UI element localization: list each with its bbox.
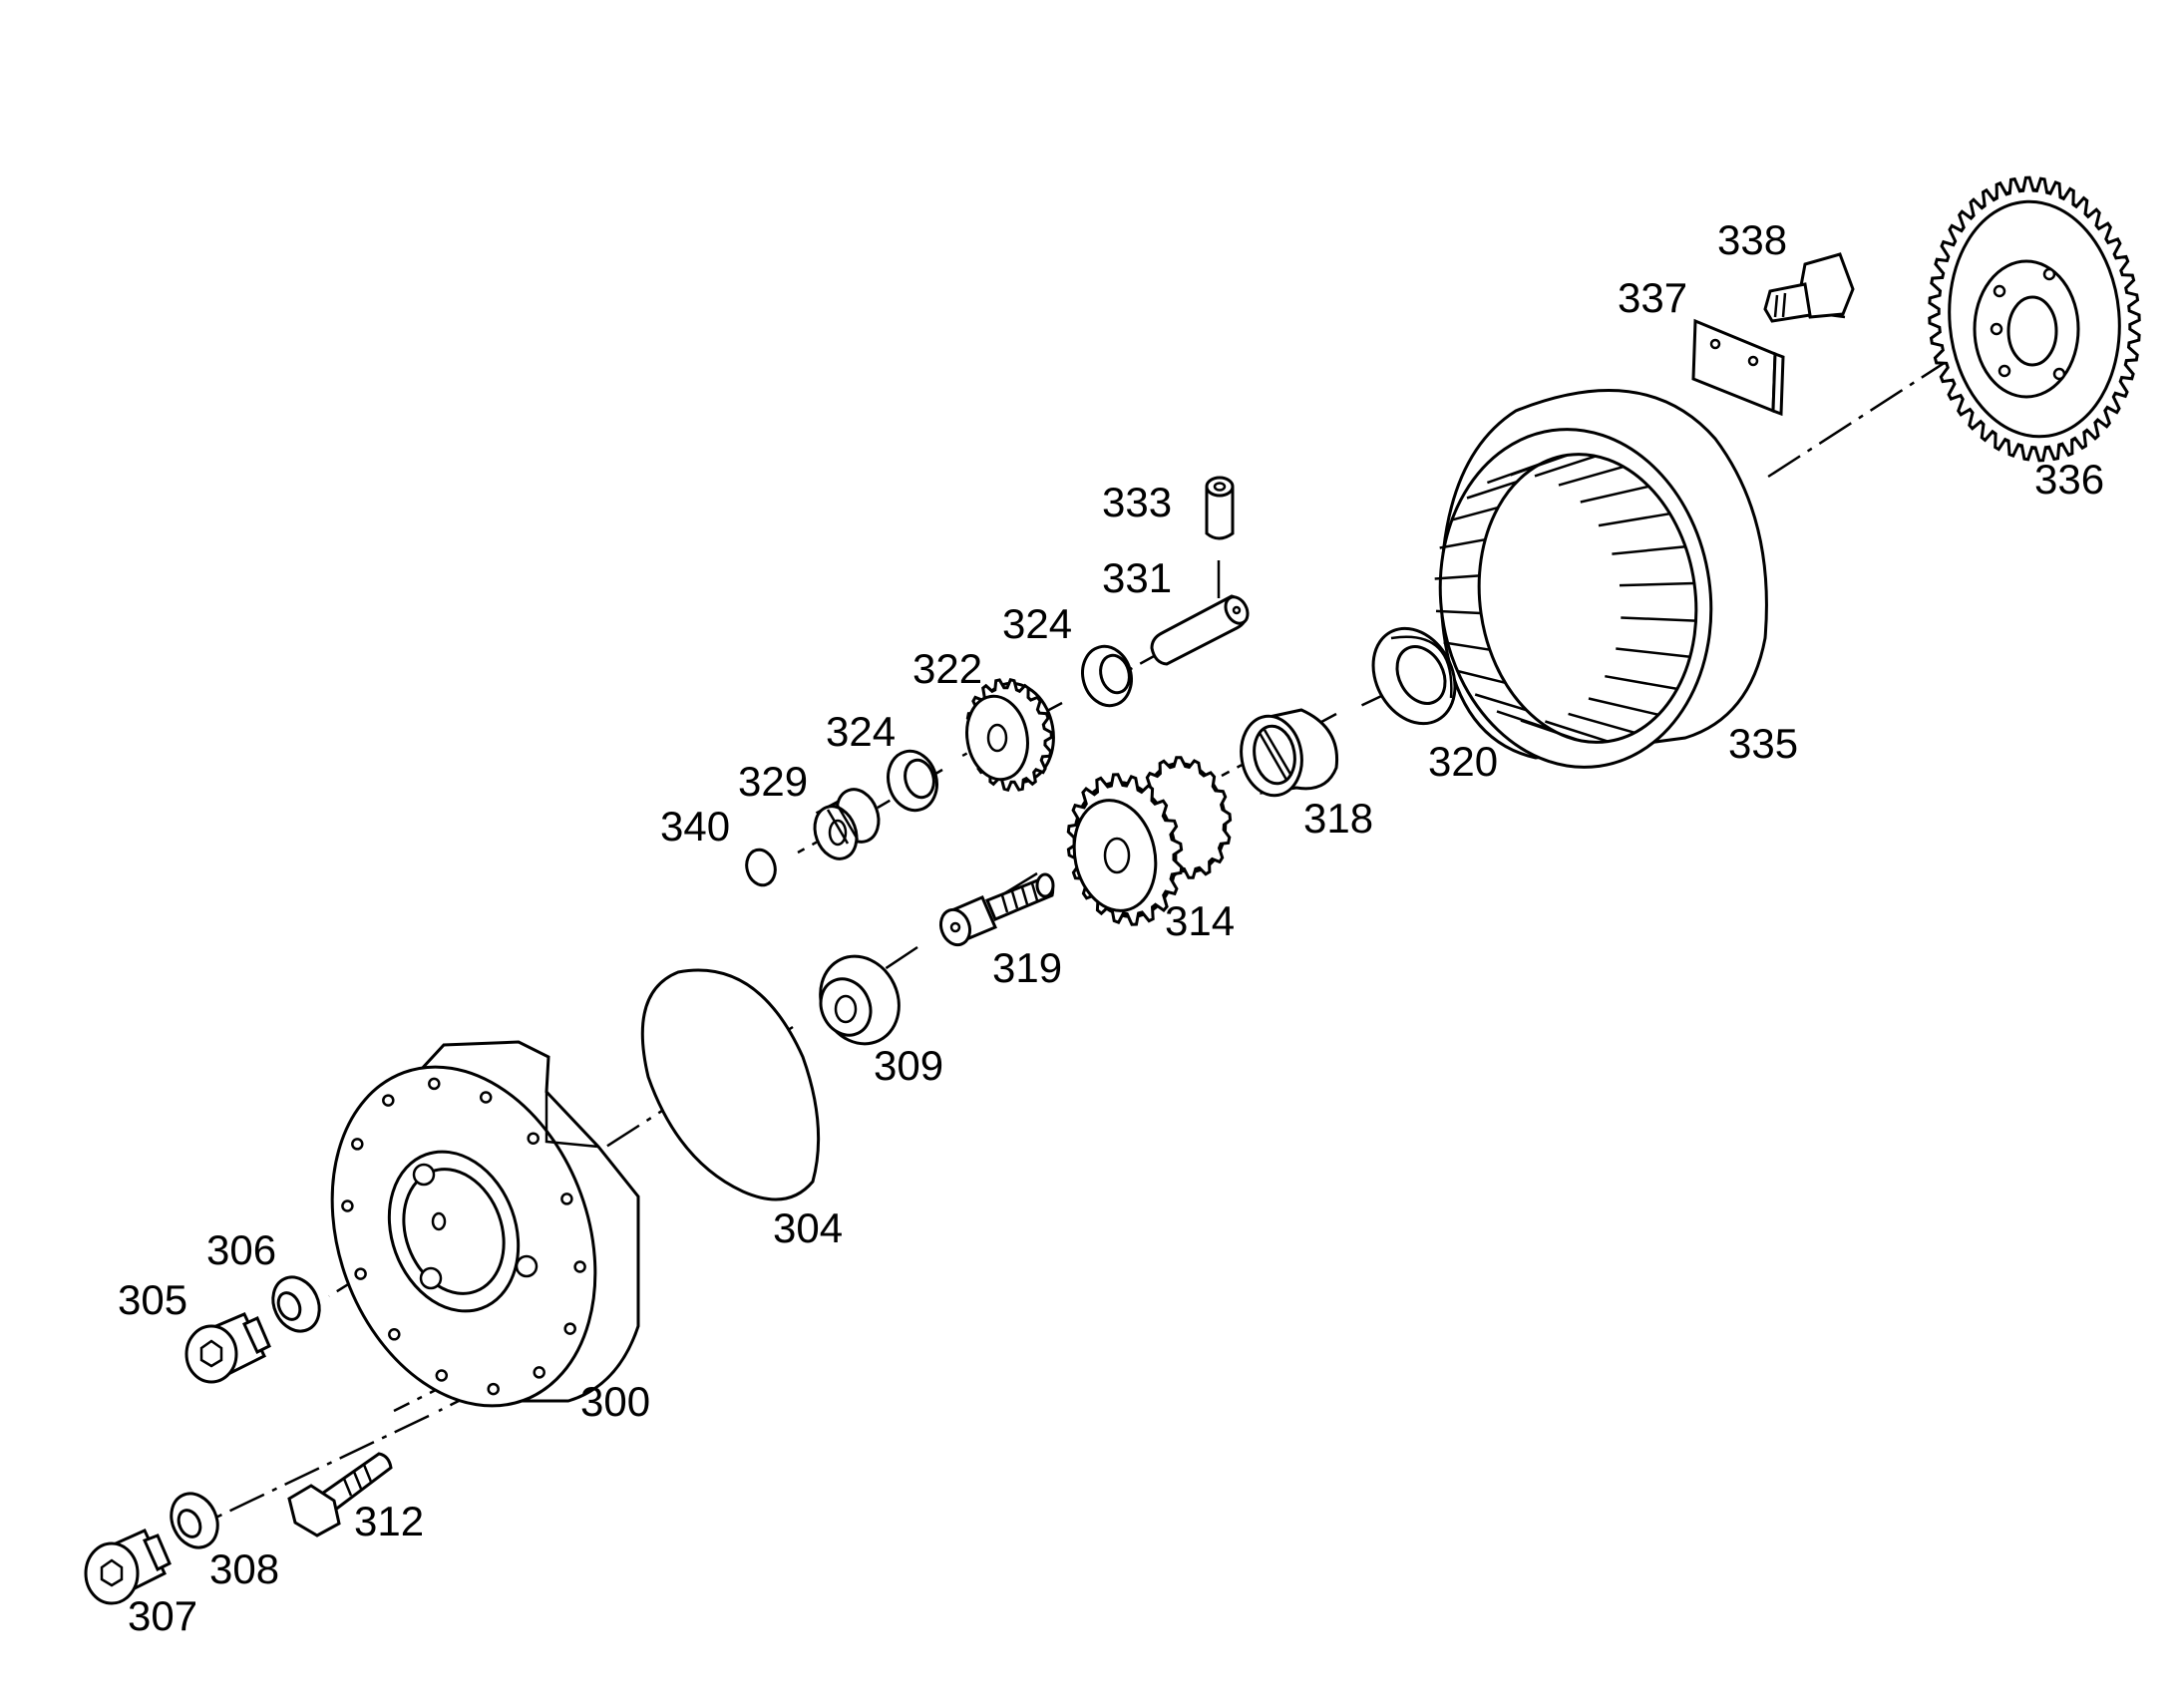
callout-319: 319 <box>992 944 1062 991</box>
spline-line <box>1612 545 1686 555</box>
part-338-bolt <box>1763 252 1855 323</box>
spline-line <box>1474 693 1527 712</box>
callout-324-lower: 324 <box>826 708 896 755</box>
spline-line <box>1450 506 1499 522</box>
callout-340: 340 <box>660 803 730 850</box>
callout-318: 318 <box>1303 795 1373 842</box>
bolt-hole <box>563 1322 576 1335</box>
spline-line <box>1456 669 1506 685</box>
part-319-bolt <box>938 872 1055 947</box>
part-331-pin <box>1150 594 1250 666</box>
callout-335: 335 <box>1728 720 1798 767</box>
callout-309: 309 <box>874 1042 943 1089</box>
part-329-needle-bearing <box>813 788 881 860</box>
bolt-hole <box>428 1077 441 1091</box>
bolt-hole <box>573 1260 586 1273</box>
part-318-bushing <box>1240 708 1339 798</box>
callout-305: 305 <box>118 1276 187 1323</box>
spline-line <box>1434 574 1480 580</box>
callout-308: 308 <box>209 1545 279 1592</box>
spline-line <box>1466 481 1518 500</box>
part-333-sleeve <box>1205 476 1235 540</box>
callout-324-upper: 324 <box>1002 600 1072 647</box>
callout-306: 306 <box>206 1226 276 1273</box>
callout-338: 338 <box>1717 216 1787 263</box>
spline-line <box>1568 712 1635 735</box>
spline-line <box>1616 647 1690 659</box>
spline-line <box>1619 581 1694 587</box>
bolt-hole <box>533 1366 545 1379</box>
spline-line <box>1545 720 1609 743</box>
spline-line <box>1443 641 1491 651</box>
bolt-hole <box>487 1382 500 1396</box>
spline-line <box>1605 674 1678 691</box>
spline-line <box>1510 454 1569 477</box>
bolt-hole <box>435 1369 449 1382</box>
callout-337: 337 <box>1618 274 1687 321</box>
callout-304: 304 <box>773 1204 843 1251</box>
spline-line <box>1534 455 1597 478</box>
callout-329: 329 <box>738 758 808 805</box>
spline-line <box>1588 697 1659 717</box>
part-336-gear <box>1928 175 2141 463</box>
bolt-hole <box>527 1132 540 1145</box>
bolt-hole <box>560 1193 573 1205</box>
callout-labels: 338 337 336 333 331 324 322 324 329 340 … <box>118 216 2104 1639</box>
spline-line <box>1580 485 1649 504</box>
part-324-washer-upper <box>1081 644 1133 708</box>
part-337-lock-plate <box>1691 318 1785 417</box>
bolt-hole <box>382 1094 395 1107</box>
part-322-planet-gear <box>965 678 1055 792</box>
part-306-washer <box>271 1275 321 1333</box>
part-300-cover <box>330 1040 640 1408</box>
part-309-bearing <box>819 954 901 1046</box>
callout-300: 300 <box>580 1378 650 1425</box>
part-340-o-ring <box>745 848 777 887</box>
bolt-hole <box>341 1199 354 1212</box>
bolt-hole <box>354 1267 367 1280</box>
callout-314: 314 <box>1165 897 1235 944</box>
part-314-sun-gear <box>1066 756 1233 926</box>
callout-307: 307 <box>128 1592 197 1639</box>
spline-line <box>1435 609 1482 615</box>
bolt-hole <box>479 1091 493 1104</box>
spline-line <box>1598 512 1670 527</box>
callout-312: 312 <box>354 1498 424 1544</box>
part-320-thrust-washer <box>1371 626 1457 726</box>
callout-322: 322 <box>912 645 982 692</box>
callout-333: 333 <box>1102 479 1172 525</box>
spline-line <box>1496 710 1553 732</box>
part-312-hex-bolt <box>287 1452 393 1537</box>
bolt-hole <box>388 1328 401 1341</box>
spline-line <box>1558 465 1625 487</box>
spline-line <box>1439 537 1486 549</box>
part-307-cap-screw <box>84 1529 172 1605</box>
bolt-hole <box>351 1138 364 1151</box>
part-305-cap-screw <box>184 1312 271 1384</box>
spline-line <box>1621 616 1696 622</box>
part-304-gasket <box>640 968 821 1201</box>
part-335-ring-housing <box>1434 389 1768 769</box>
part-308-washer <box>170 1492 219 1549</box>
part-324-washer-lower <box>887 749 938 813</box>
callout-336: 336 <box>2034 456 2104 503</box>
callout-331: 331 <box>1102 554 1172 601</box>
callout-320: 320 <box>1428 738 1498 785</box>
